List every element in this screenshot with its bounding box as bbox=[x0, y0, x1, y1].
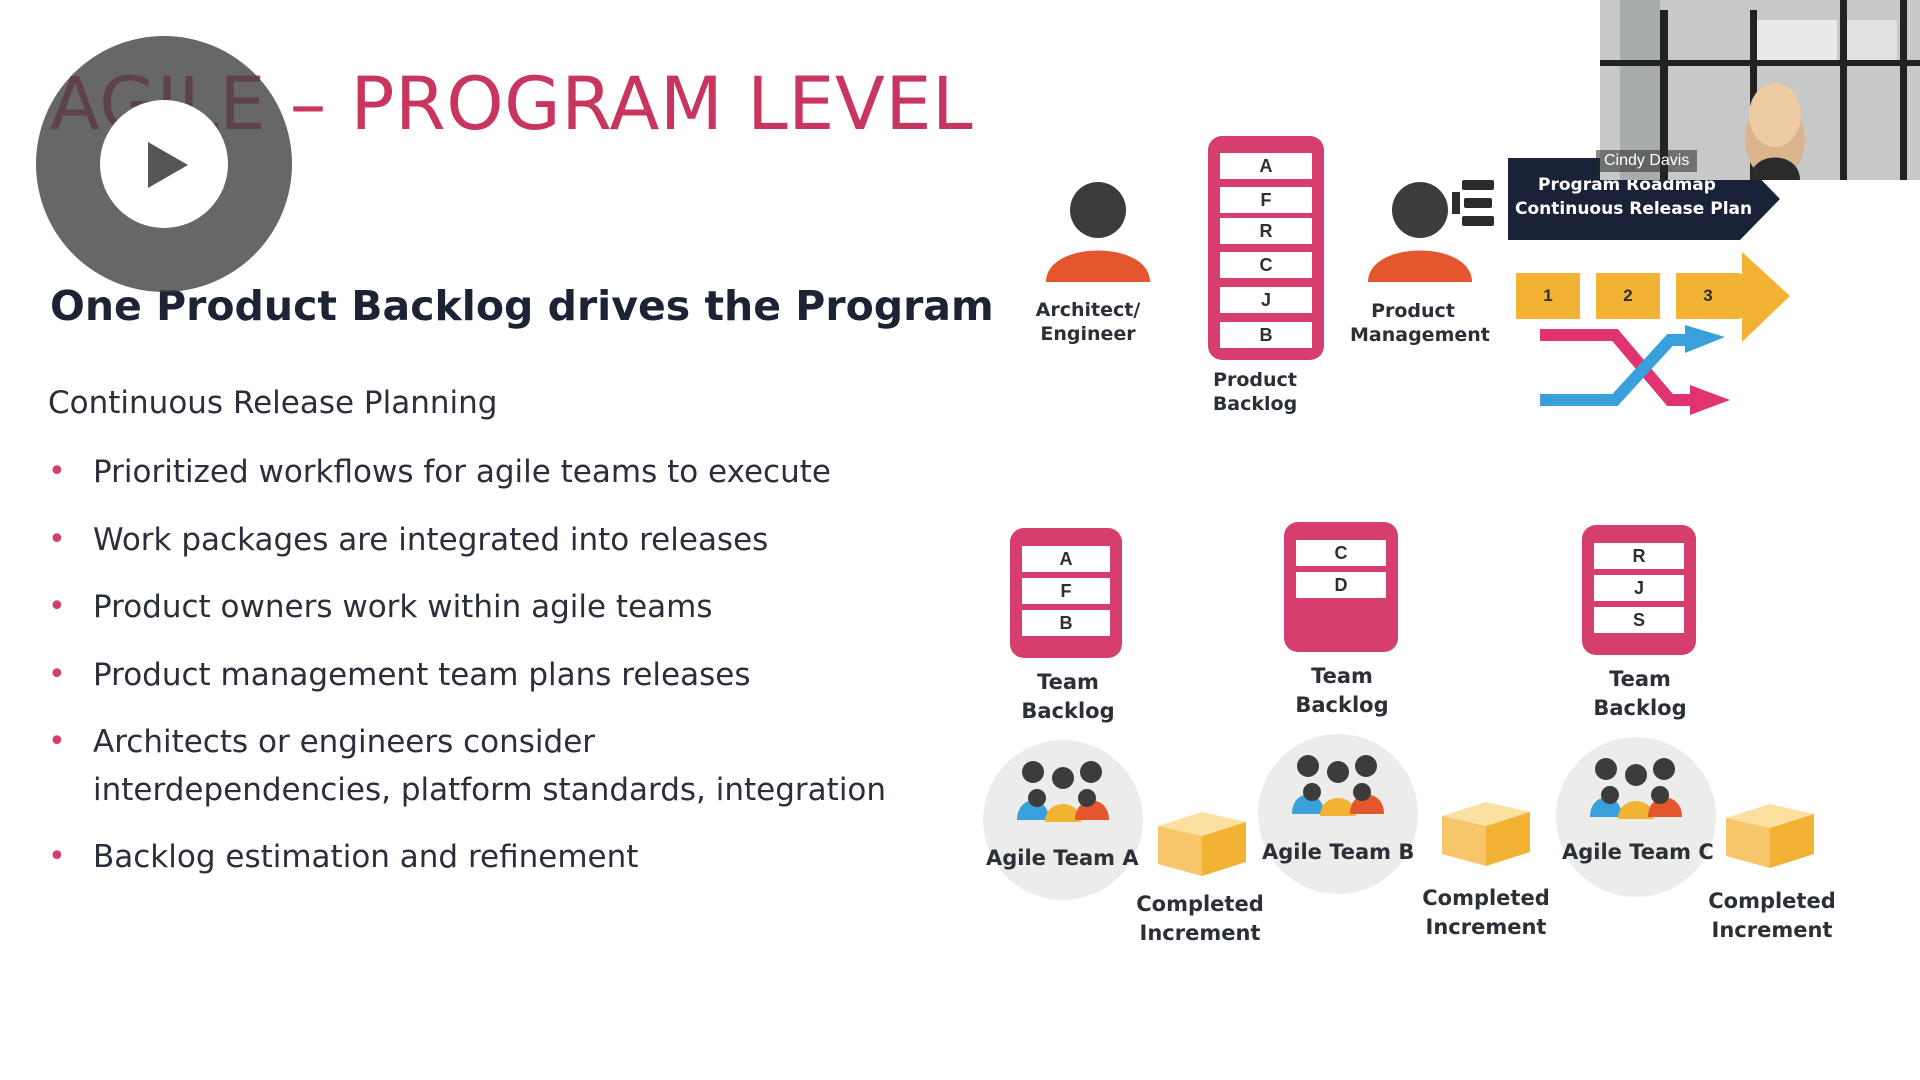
increment-label: Completed Increment bbox=[1422, 886, 1550, 939]
team-backlog-c: R J S bbox=[1582, 525, 1696, 655]
backlog-item: R bbox=[1594, 543, 1684, 569]
agile-team-b-circle bbox=[1258, 734, 1418, 894]
section-heading: Continuous Release Planning bbox=[48, 385, 498, 421]
crossing-flow-arrows-icon bbox=[1540, 325, 1730, 415]
agile-team-a-circle bbox=[983, 740, 1143, 900]
bullet-text: Work packages are integrated into releas… bbox=[93, 522, 769, 558]
team-people-icon bbox=[1590, 758, 1682, 819]
backlog-item: C bbox=[1296, 540, 1386, 566]
increment-cube-icon bbox=[1442, 802, 1530, 866]
bullet-text: Product management team plans releases bbox=[93, 657, 751, 693]
backlog-item: C bbox=[1220, 252, 1312, 278]
play-button[interactable] bbox=[36, 36, 292, 292]
megaphone-icon bbox=[1452, 180, 1494, 226]
product-backlog: A F R C J B bbox=[1208, 136, 1324, 360]
bullet-item: • Architects or engineers consider inter… bbox=[48, 718, 888, 814]
bullet-dot: • bbox=[48, 589, 66, 624]
backlog-item: J bbox=[1594, 575, 1684, 601]
bullet-dot: • bbox=[48, 724, 66, 759]
product-management-person-icon bbox=[1368, 182, 1472, 282]
bullet-text: Prioritized workflows for agile teams to… bbox=[93, 454, 831, 490]
backlog-item: F bbox=[1220, 187, 1312, 213]
play-icon bbox=[148, 142, 188, 188]
roadmap-line2: Continuous Release Plan bbox=[1515, 199, 1753, 219]
team-label: Agile Team C bbox=[1562, 840, 1714, 864]
team-backlog-label: Team Backlog bbox=[1593, 667, 1687, 720]
bullet-dot: • bbox=[48, 839, 66, 874]
increment-cube-icon bbox=[1726, 804, 1814, 868]
bullet-text: Backlog estimation and refinement bbox=[93, 839, 639, 875]
bullet-dot: • bbox=[48, 522, 66, 557]
increment-cube-icon bbox=[1158, 812, 1246, 876]
team-label: Agile Team A bbox=[986, 846, 1139, 870]
team-backlog-a: A F B bbox=[1010, 528, 1122, 658]
team-backlog-label: Team Backlog bbox=[1021, 670, 1115, 723]
team-people-icon bbox=[1017, 761, 1109, 822]
product-backlog-label: Product Backlog bbox=[1212, 369, 1298, 415]
backlog-item: A bbox=[1220, 153, 1312, 179]
bullet-dot: • bbox=[48, 657, 66, 692]
release-box: 1 bbox=[1516, 273, 1580, 319]
increment-label: Completed Increment bbox=[1708, 889, 1836, 942]
slide-subtitle: One Product Backlog drives the Program bbox=[50, 282, 994, 330]
team-backlog-label: Team Backlog bbox=[1295, 664, 1389, 717]
team-backlog-b: C D bbox=[1284, 522, 1398, 652]
bullet-item: • Prioritized workflows for agile teams … bbox=[48, 448, 888, 496]
bullet-text: Product owners work within agile teams bbox=[93, 589, 713, 625]
backlog-item: F bbox=[1022, 578, 1110, 604]
backlog-item: D bbox=[1296, 572, 1386, 598]
bullet-item: • Backlog estimation and refinement bbox=[48, 833, 888, 881]
backlog-item: B bbox=[1022, 610, 1110, 636]
release-box: 3 bbox=[1676, 273, 1740, 319]
participant-name-label: Cindy Davis bbox=[1596, 150, 1698, 172]
product-management-label: Product Management bbox=[1350, 300, 1490, 346]
bullet-text: Architects or engineers consider interde… bbox=[93, 724, 887, 808]
bullet-dot: • bbox=[48, 454, 66, 489]
bullet-item: • Product management team plans releases bbox=[48, 651, 888, 699]
backlog-item: J bbox=[1220, 287, 1312, 313]
webcam-image bbox=[1600, 0, 1920, 180]
architect-label: Architect/ Engineer bbox=[1035, 299, 1141, 345]
architect-person-icon bbox=[1046, 182, 1150, 282]
backlog-item: S bbox=[1594, 607, 1684, 633]
agile-team-c-circle bbox=[1556, 737, 1716, 897]
team-people-icon bbox=[1292, 755, 1384, 816]
backlog-item: R bbox=[1220, 218, 1312, 244]
backlog-item: B bbox=[1220, 322, 1312, 348]
roadmap-line1: Program Roadmap bbox=[1538, 175, 1716, 195]
increment-label: Completed Increment bbox=[1136, 892, 1264, 945]
release-box: 2 bbox=[1596, 273, 1660, 319]
team-label: Agile Team B bbox=[1262, 840, 1415, 864]
bullet-item: • Work packages are integrated into rele… bbox=[48, 516, 888, 564]
play-button-face bbox=[100, 100, 228, 228]
bullet-item: • Product owners work within agile teams bbox=[48, 583, 888, 631]
backlog-item: A bbox=[1022, 546, 1110, 572]
